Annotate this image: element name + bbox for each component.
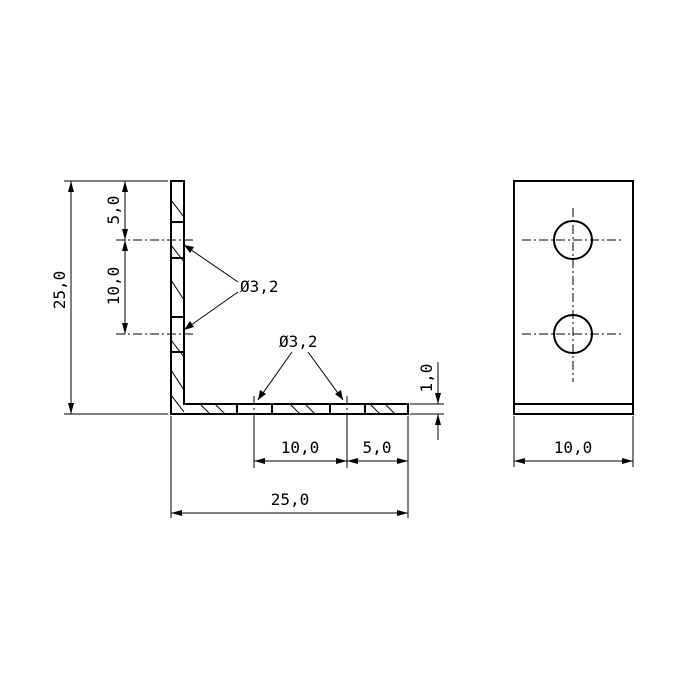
front-view-center-lines [522, 208, 624, 382]
dimension-top-hole-offset: 5,0 [104, 180, 168, 240]
vertical-leg-hole-edges [171, 221, 184, 353]
hole-center-lines [116, 239, 348, 422]
dimension-thickness: 1,0 [410, 362, 444, 440]
horizontal-leg-hatching [199, 404, 396, 414]
dimension-width: 10,0 [513, 416, 634, 467]
l-bracket-profile [170, 180, 409, 415]
dimension-hole-spacing-horizontal: 10,0 5,0 [253, 416, 409, 518]
horizontal-holes-diameter-label: Ø3,2 [279, 332, 318, 351]
top-hole-offset-label: 5,0 [104, 196, 123, 225]
callout-vertical-holes: Ø3,2 [183, 244, 279, 331]
callout-horizontal-holes: Ø3,2 [257, 332, 344, 401]
bracket-face [513, 180, 634, 415]
total-length-label: 25,0 [271, 490, 310, 509]
end-hole-offset-label: 5,0 [363, 438, 392, 457]
front-view [513, 180, 634, 415]
hole-spacing-horizontal-label: 10,0 [281, 438, 320, 457]
dimension-hole-spacing-vertical: 10,0 [104, 240, 128, 334]
vertical-leg-hatching [171, 199, 184, 413]
dimension-total-length: 25,0 [170, 416, 408, 518]
thickness-label: 1,0 [417, 364, 436, 393]
side-view [116, 180, 409, 422]
width-label: 10,0 [554, 438, 593, 457]
horizontal-leg-hole-edges [236, 404, 366, 414]
vertical-holes-diameter-label: Ø3,2 [240, 277, 279, 296]
hole-spacing-vertical-label: 10,0 [104, 267, 123, 306]
total-height-label: 25,0 [50, 271, 69, 310]
